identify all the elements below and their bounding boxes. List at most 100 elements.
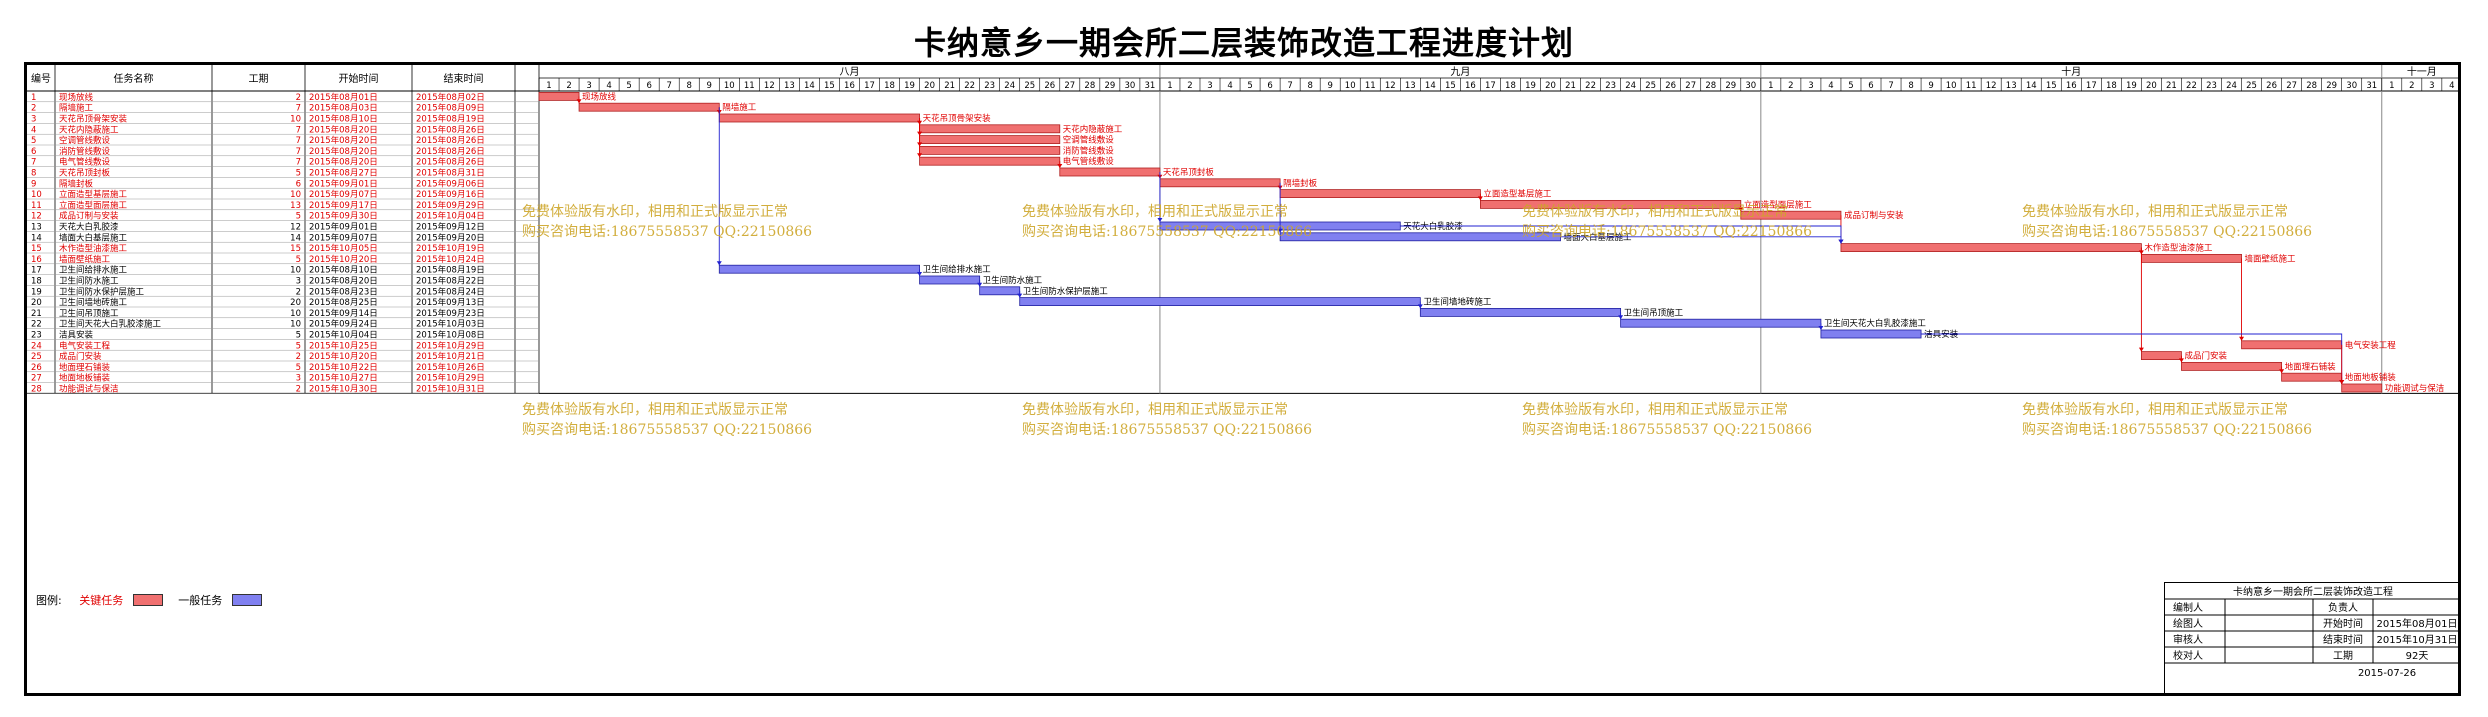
- day-label: 27: [2286, 81, 2297, 91]
- task-id: 28: [31, 385, 42, 395]
- task-end: 2015年08月24日: [416, 286, 485, 297]
- task-duration: 14: [290, 233, 301, 243]
- watermark: 免费体验版有水印，相用和正式版显示正常购买咨询电话:18675558537 QQ…: [2022, 400, 2312, 440]
- day-label: 4: [2449, 81, 2454, 91]
- task-bar-label: 立面造型基层施工: [1483, 189, 1552, 200]
- task-duration: 5: [296, 169, 301, 179]
- day-label: 11: [1365, 81, 1376, 91]
- task-start: 2015年10月04日: [309, 330, 378, 341]
- task-duration: 2: [296, 352, 301, 362]
- task-end: 2015年10月19日: [416, 243, 485, 254]
- day-label: 30: [2346, 81, 2357, 91]
- day-label: 18: [884, 81, 895, 91]
- dependency-arrowhead: [1477, 196, 1483, 201]
- day-label: 1: [546, 81, 551, 91]
- task-bar: [1059, 167, 1161, 177]
- task-name: 隔墙施工: [59, 103, 94, 114]
- legend-label: 图例:: [36, 594, 62, 607]
- dependency-arrowhead: [1157, 218, 1163, 222]
- task-name: 功能调试与保洁: [59, 384, 119, 395]
- watermark-line: 购买咨询电话:18675558537 QQ:22150866: [2022, 422, 2313, 438]
- day-label: 24: [2226, 81, 2237, 91]
- task-duration: 10: [290, 320, 301, 330]
- task-end: 2015年10月24日: [416, 254, 485, 265]
- task-duration: 7: [296, 104, 301, 114]
- task-duration: 10: [290, 115, 301, 125]
- task-end: 2015年09月16日: [416, 189, 485, 200]
- task-bar: [1419, 307, 1622, 317]
- watermark-line: 免费体验版有水印，相用和正式版显示正常: [2022, 402, 2288, 418]
- day-label: 1: [2389, 81, 2394, 91]
- day-label: 7: [666, 81, 671, 91]
- task-bar-label: 消防管线敷设: [1063, 145, 1115, 156]
- task-bar: [1019, 297, 1421, 307]
- task-start: 2015年10月20日: [309, 254, 378, 265]
- task-bar-label: 地面理石铺装: [2285, 361, 2337, 372]
- day-label: 21: [944, 81, 955, 91]
- task-end: 2015年09月13日: [416, 297, 485, 308]
- day-label: 6: [646, 81, 651, 91]
- task-end: 2015年08月26日: [416, 157, 485, 168]
- day-label: 12: [1986, 81, 1997, 91]
- day-label: 29: [1725, 81, 1736, 91]
- dependency-arrowhead: [1277, 228, 1283, 233]
- day-label: 2: [1187, 81, 1192, 91]
- task-id: 6: [31, 147, 36, 157]
- task-start: 2015年10月05日: [309, 243, 378, 254]
- task-duration: 10: [290, 309, 301, 319]
- day-label: 4: [1227, 81, 1232, 91]
- task-name: 天花内隐蔽施工: [59, 124, 119, 135]
- day-label: 4: [606, 81, 611, 91]
- day-label: 29: [1104, 81, 1115, 91]
- task-end: 2015年10月29日: [416, 340, 485, 351]
- day-label: 31: [1145, 81, 1156, 91]
- task-name: 天花吊顶骨架安装: [59, 114, 128, 125]
- task-start: 2015年09月07日: [309, 232, 378, 243]
- day-label: 3: [586, 81, 591, 91]
- day-label: 4: [1828, 81, 1833, 91]
- task-start: 2015年10月27日: [309, 373, 378, 384]
- task-id: 21: [31, 309, 42, 319]
- task-bar: [2341, 383, 2383, 393]
- task-name: 卫生间墙地砖施工: [59, 297, 128, 308]
- day-label: 1: [1167, 81, 1172, 91]
- day-label: 18: [2106, 81, 2117, 91]
- day-label: 28: [1705, 81, 1716, 91]
- column-header-duration: 工期: [249, 73, 269, 85]
- task-end: 2015年09月12日: [416, 222, 485, 233]
- task-name: 木作造型油漆施工: [59, 243, 128, 254]
- task-end: 2015年08月22日: [416, 276, 485, 287]
- task-end: 2015年10月31日: [416, 384, 485, 395]
- day-label: 10: [724, 81, 735, 91]
- day-label: 9: [707, 81, 712, 91]
- day-label: 8: [687, 81, 692, 91]
- day-label: 2: [566, 81, 571, 91]
- task-end: 2015年10月08日: [416, 330, 485, 341]
- watermark-line: 免费体验版有水印，相用和正式版显示正常: [1022, 204, 1288, 220]
- task-start: 2015年08月25日: [309, 297, 378, 308]
- day-label: 16: [2066, 81, 2077, 91]
- day-label: 7: [1888, 81, 1893, 91]
- task-end: 2015年09月06日: [416, 178, 485, 189]
- task-bar: [2140, 351, 2182, 361]
- task-start: 2015年09月07日: [309, 189, 378, 200]
- task-bar: [919, 156, 1061, 166]
- task-id: 10: [31, 190, 42, 200]
- dependency-arrowhead: [2178, 358, 2184, 363]
- month-label: 九月: [1450, 66, 1470, 78]
- task-id: 3: [31, 115, 36, 125]
- task-id: 27: [31, 374, 42, 384]
- task-name: 卫生间防水施工: [59, 276, 119, 287]
- task-start: 2015年08月20日: [309, 124, 378, 135]
- title-block-compiler: 编制人: [2173, 601, 2203, 614]
- day-label: 16: [1465, 81, 1476, 91]
- dependency-arrowhead: [576, 99, 582, 104]
- task-end: 2015年10月03日: [416, 319, 485, 330]
- task-bar-label: 卫生间给排水施工: [923, 264, 992, 275]
- task-name: 卫生间吊顶施工: [59, 308, 119, 319]
- watermark-line: 免费体验版有水印，相用和正式版显示正常: [522, 402, 788, 418]
- task-id: 19: [31, 287, 42, 297]
- day-label: 5: [1848, 81, 1853, 91]
- title-block-manager: 负责人: [2328, 601, 2358, 614]
- task-bar: [919, 135, 1061, 144]
